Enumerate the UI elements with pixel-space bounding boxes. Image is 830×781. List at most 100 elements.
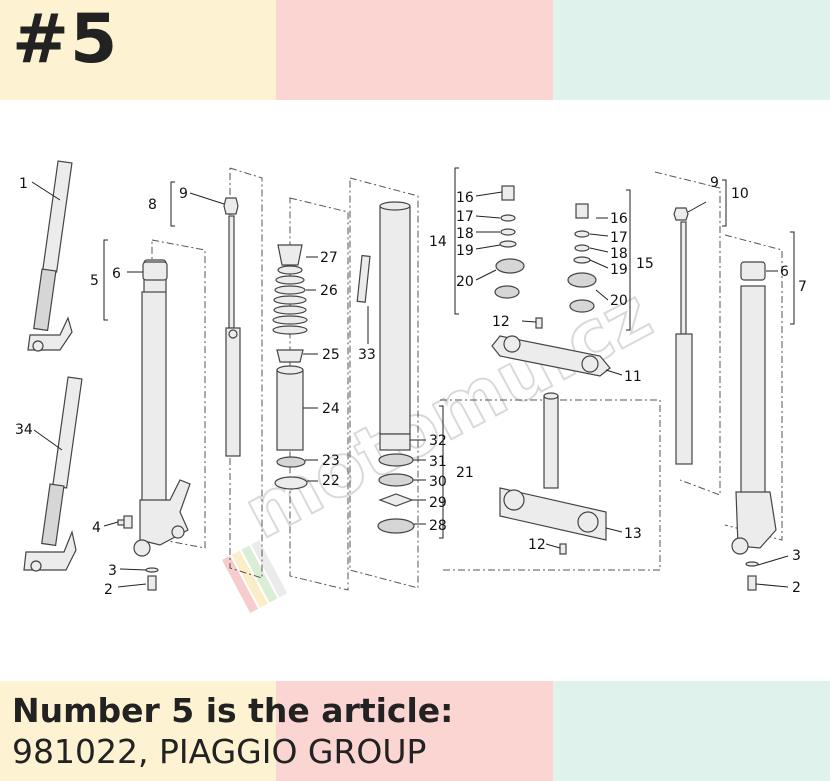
part-6-bushing-right bbox=[740, 261, 766, 281]
label-2-right: 2 bbox=[792, 580, 801, 596]
label-2-left: 2 bbox=[104, 582, 113, 598]
part-17-washer-b bbox=[574, 230, 590, 238]
label-18-left: 18 bbox=[456, 226, 474, 242]
part-18-ring-a bbox=[500, 228, 516, 236]
label-20-right: 20 bbox=[610, 293, 628, 309]
label-18-right: 18 bbox=[610, 246, 628, 262]
part-12-screw-upper bbox=[535, 317, 543, 329]
label-17-right: 17 bbox=[610, 230, 628, 246]
part-20-bearing-d bbox=[569, 299, 595, 313]
footer-band bbox=[0, 681, 830, 781]
label-19-right: 19 bbox=[610, 262, 628, 278]
part-9-cap-left bbox=[223, 197, 239, 215]
label-4: 4 bbox=[92, 520, 101, 536]
part-27-cap bbox=[277, 244, 303, 266]
part-3-washer-left bbox=[145, 567, 159, 573]
label-12-upper: 12 bbox=[492, 314, 510, 330]
part-13-lower-clamp bbox=[499, 392, 607, 541]
leader-lines bbox=[31, 181, 789, 588]
article-caption-heading: Number 5 is the article: bbox=[12, 691, 454, 730]
part-1-fork-leg bbox=[27, 160, 73, 352]
label-17-left: 17 bbox=[456, 209, 474, 225]
label-6-right: 6 bbox=[780, 264, 789, 280]
header-band bbox=[0, 0, 830, 100]
label-30: 30 bbox=[429, 474, 447, 490]
label-34: 34 bbox=[15, 422, 33, 438]
part-17-washer-a bbox=[500, 214, 516, 222]
label-7: 7 bbox=[798, 279, 807, 295]
label-6-left: 6 bbox=[112, 266, 121, 282]
part-9-cap-right bbox=[673, 207, 689, 221]
part-16-nut-a bbox=[501, 185, 515, 201]
header-band-yellow bbox=[0, 0, 276, 100]
part-22-washer bbox=[274, 476, 308, 490]
label-13: 13 bbox=[624, 526, 642, 542]
part-19-ring-a bbox=[499, 240, 517, 248]
part-26-dust-boot bbox=[272, 265, 308, 335]
header-band-mint bbox=[553, 0, 830, 100]
part-2-screw-left bbox=[147, 575, 157, 591]
group-brackets bbox=[103, 167, 795, 539]
footer-band-mint bbox=[553, 681, 830, 781]
part-20-bearing-a bbox=[495, 258, 525, 274]
label-3-left: 3 bbox=[108, 563, 117, 579]
label-15: 15 bbox=[636, 256, 654, 272]
exploded-parts-diagram: motomu.cz bbox=[15, 160, 807, 613]
part-6-bushing-left bbox=[142, 261, 168, 281]
label-16-right: 16 bbox=[610, 211, 628, 227]
label-1: 1 bbox=[19, 176, 28, 192]
label-16-left: 16 bbox=[456, 190, 474, 206]
label-14: 14 bbox=[429, 234, 447, 250]
label-11: 11 bbox=[624, 369, 642, 385]
part-7-outer-tube bbox=[731, 285, 777, 555]
label-3-right: 3 bbox=[792, 548, 801, 564]
label-5: 5 bbox=[90, 273, 99, 289]
part-29-clip bbox=[378, 493, 414, 507]
label-24: 24 bbox=[322, 401, 340, 417]
label-9-left: 9 bbox=[179, 186, 188, 202]
label-22: 22 bbox=[322, 473, 340, 489]
header-band-pink bbox=[276, 0, 553, 100]
part-2-screw-right bbox=[747, 575, 757, 591]
footer-band-pink bbox=[276, 681, 553, 781]
label-10: 10 bbox=[731, 186, 749, 202]
part-19-ring-b bbox=[573, 256, 591, 264]
label-20-left: 20 bbox=[456, 274, 474, 290]
label-33: 33 bbox=[358, 347, 376, 363]
label-19-left: 19 bbox=[456, 243, 474, 259]
part-20-bearing-b bbox=[494, 285, 520, 299]
label-26: 26 bbox=[320, 283, 338, 299]
part-12-screw-lower bbox=[559, 543, 567, 555]
part-24-sleeve bbox=[276, 365, 304, 451]
part-3-washer-right bbox=[745, 561, 759, 567]
part-33-inner-tube bbox=[356, 201, 411, 435]
part-20-bearing-c bbox=[567, 272, 597, 288]
part-34-fork-leg bbox=[23, 376, 83, 572]
label-9-right: 9 bbox=[710, 175, 719, 191]
part-30-seal bbox=[378, 473, 414, 487]
page-title: #5 bbox=[12, 0, 119, 79]
label-23: 23 bbox=[322, 453, 340, 469]
part-18-ring-b bbox=[574, 244, 590, 252]
article-caption-number: 981022, PIAGGIO GROUP bbox=[12, 732, 427, 771]
part-labels: 1 34 5 6 4 3 2 8 9 27 26 25 24 23 22 33 … bbox=[15, 175, 807, 598]
part-28-dust-seal bbox=[377, 518, 415, 534]
label-8: 8 bbox=[148, 197, 157, 213]
label-31: 31 bbox=[429, 454, 447, 470]
part-23-ring bbox=[276, 456, 306, 468]
label-32: 32 bbox=[429, 433, 447, 449]
part-32-bushing bbox=[379, 433, 411, 451]
label-29: 29 bbox=[429, 495, 447, 511]
part-11-upper-clamp bbox=[491, 335, 611, 377]
label-27: 27 bbox=[320, 250, 338, 266]
part-8-cartridge bbox=[225, 215, 241, 457]
part-10-cartridge bbox=[675, 221, 693, 465]
part-16-nut-b bbox=[575, 203, 589, 219]
footer-band-yellow bbox=[0, 681, 276, 781]
label-21: 21 bbox=[456, 465, 474, 481]
part-31-ring bbox=[378, 453, 414, 467]
label-12-lower: 12 bbox=[528, 537, 546, 553]
part-4-screw-left bbox=[117, 515, 133, 529]
part-25-seal bbox=[276, 349, 304, 363]
label-25: 25 bbox=[322, 347, 340, 363]
